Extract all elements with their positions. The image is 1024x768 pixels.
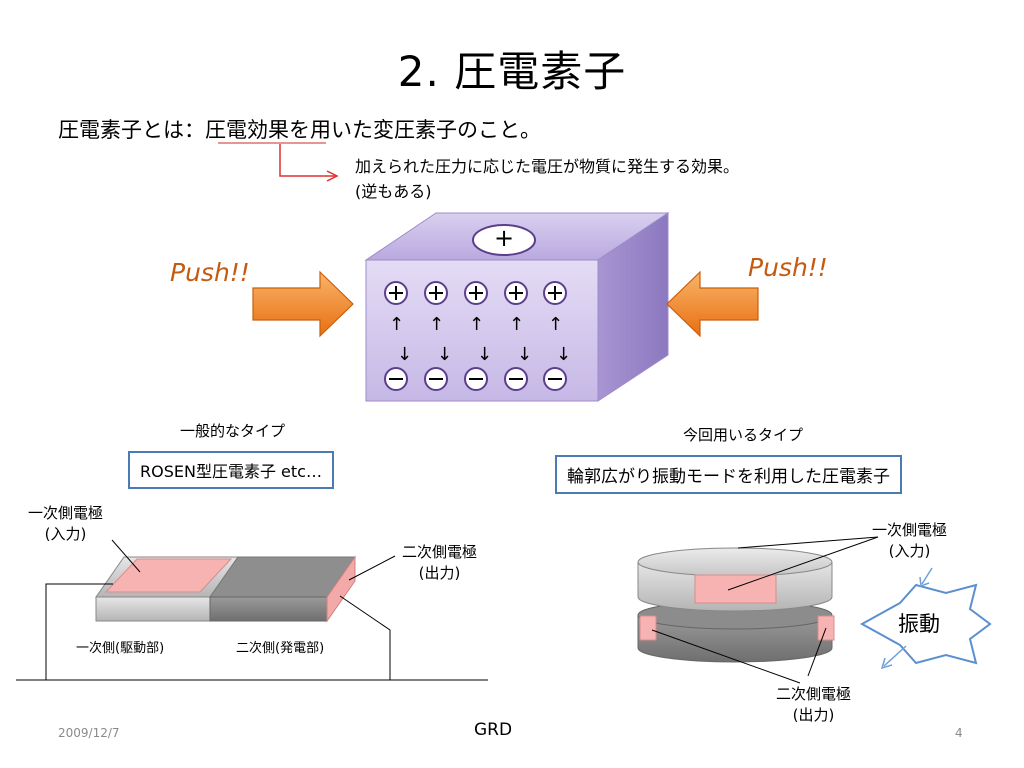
charge-column-1: ↑ ↓	[384, 281, 412, 391]
vibration-label: 振動	[898, 612, 940, 636]
effect-note: 加えられた圧力に応じた電圧が物質に発生する効果。 (逆もある)	[355, 154, 739, 204]
vibration-burst	[859, 583, 992, 665]
rosen-device	[95, 555, 356, 623]
push-arrow-left-icon	[666, 270, 759, 338]
disk-device	[637, 547, 835, 663]
svg-text:↑: ↑	[429, 314, 444, 335]
footer-title: GRD	[474, 720, 513, 740]
footer-date: 2009/12/7	[58, 726, 120, 740]
page-number: 4	[955, 726, 963, 740]
svg-text:↓: ↓	[556, 344, 571, 365]
svg-text:↑: ↑	[548, 314, 563, 335]
slide-title: 2. 圧電素子	[397, 47, 627, 96]
left-primary-electrode-label: 一次側電極 (入力)	[28, 504, 104, 543]
right-secondary-electrode-label: 二次側電極 (出力)	[776, 685, 852, 724]
charge-column-5: ↑ ↓	[543, 281, 571, 391]
effect-note-line2: (逆もある)	[355, 182, 432, 201]
charge-column-2: ↑ ↓	[424, 281, 452, 391]
svg-text:↑: ↑	[469, 314, 484, 335]
svg-text:↓: ↓	[517, 344, 532, 365]
vibration-arrows	[880, 567, 933, 670]
rosen-wiring	[16, 539, 488, 681]
contour-mode-box: 輪郭広がり振動モードを利用した圧電素子	[555, 455, 902, 494]
svg-text:↑: ↑	[389, 314, 404, 335]
right-primary-electrode-label: 一次側電極 (入力)	[872, 521, 948, 560]
push-label-right: Push!!	[748, 253, 828, 282]
push-arrow-right-icon	[252, 270, 354, 338]
top-plus-ellipse	[472, 224, 536, 256]
current-type-caption: 今回用いるタイプ	[683, 426, 804, 444]
top-plus-sign: +	[493, 224, 515, 252]
definition-text: 圧電素子とは：圧電効果を用いた変圧素子のこと。	[58, 118, 541, 142]
svg-text:↓: ↓	[397, 344, 412, 365]
svg-text:↓: ↓	[477, 344, 492, 365]
left-secondary-electrode-label: 二次側電極 (出力)	[402, 543, 478, 582]
charge-column-4: ↑ ↓	[504, 281, 532, 391]
svg-text:↑: ↑	[509, 314, 524, 335]
drive-part-label: 一次側(駆動部)	[76, 641, 165, 656]
generator-part-label: 二次側(発電部)	[236, 641, 325, 656]
rosen-type-box: ROSEN型圧電素子 etc…	[128, 451, 334, 489]
effect-note-line1: 加えられた圧力に応じた電圧が物質に発生する効果。	[355, 157, 740, 176]
push-label-left: Push!!	[170, 258, 250, 287]
svg-text:↓: ↓	[437, 344, 452, 365]
general-type-caption: 一般的なタイプ	[180, 422, 286, 440]
disk-leader-lines	[651, 536, 879, 684]
callout-arrow	[279, 144, 339, 182]
charge-column-3: ↑ ↓	[464, 281, 492, 391]
